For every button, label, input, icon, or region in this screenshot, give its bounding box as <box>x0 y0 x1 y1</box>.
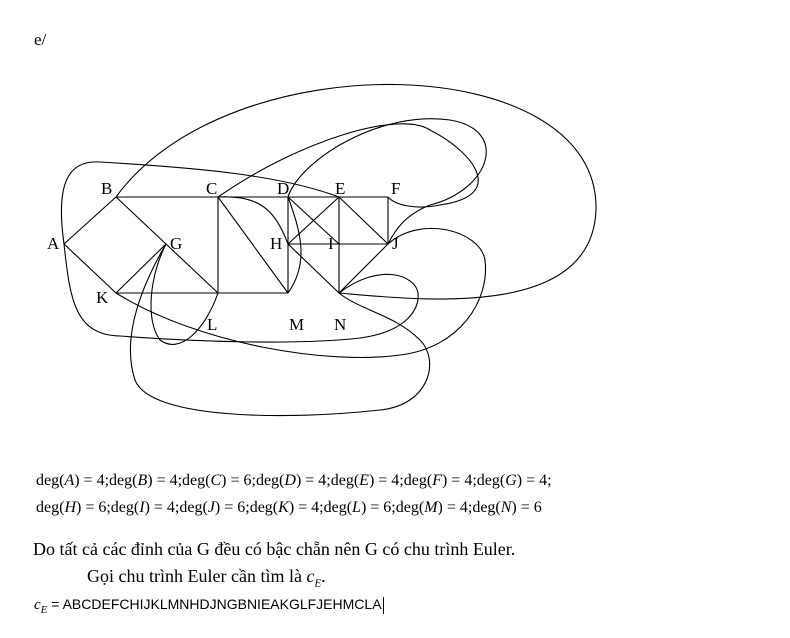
text-cursor <box>382 596 384 614</box>
degree-item-L: deg(L) = 6; <box>323 499 396 516</box>
edge-GL <box>165 243 219 294</box>
graph-edges <box>60 83 597 417</box>
edge-DJ <box>287 118 487 245</box>
degree-item-B: deg(B) = 4; <box>109 472 183 489</box>
edge-CM <box>217 196 289 294</box>
edge-DI <box>287 196 340 245</box>
edge-GL2 <box>150 243 219 345</box>
circuit-line[interactable]: cE = ABCDEFCHIJKLMNHDJNGBNIEAKGLFJEHMCLA <box>34 596 384 616</box>
edge-AB <box>63 196 117 245</box>
edge-JN <box>338 243 389 294</box>
degree-item-I: deg(I) = 4; <box>110 499 180 516</box>
vertex-label-J: J <box>392 234 399 253</box>
vertex-label-L: L <box>207 315 217 334</box>
edge-AE <box>60 161 340 245</box>
edge-CH <box>217 196 289 245</box>
degree-item-H: deg(H) = 6; <box>36 499 111 516</box>
edge-DM <box>287 196 302 294</box>
degree-line-2: deg(H) = 6;deg(I) = 4;deg(J) = 6;deg(K) … <box>36 499 542 517</box>
vertex-label-I: I <box>328 234 334 253</box>
degree-item-N: deg(N) = 6 <box>472 499 542 516</box>
vertex-label-C: C <box>206 179 217 198</box>
edge-BN <box>115 83 597 300</box>
circuit-sequence: ABCDEFCHIJKLMNHDJNGBNIEAKGLFJEHMCLA <box>62 596 382 612</box>
vertex-label-D: D <box>277 179 289 198</box>
vertex-label-A: A <box>47 234 60 253</box>
edge-GN <box>129 243 431 417</box>
degree-item-J: deg(J) = 6; <box>179 499 250 516</box>
edge-CF <box>217 123 479 208</box>
degree-item-G: deg(G) = 4; <box>476 472 552 489</box>
edge-EJ <box>338 196 389 245</box>
vertex-label-N: N <box>334 315 346 334</box>
vertex-labels: A B C D E F G H I J K L M N <box>47 179 400 334</box>
degree-item-C: deg(C) = 6; <box>182 472 256 489</box>
let-text: Gọi chu trình Euler cần tìm là <box>87 566 302 586</box>
degree-item-K: deg(K) = 4; <box>249 499 324 516</box>
conclusion-text: Do tất cả các đỉnh của G đều có bậc chẵn… <box>33 539 516 559</box>
degree-item-D: deg(D) = 4; <box>255 472 331 489</box>
vertex-label-G: G <box>170 234 182 253</box>
degree-item-E: deg(E) = 4; <box>330 472 404 489</box>
ce-symbol-2: cE <box>34 597 48 616</box>
degree-item-A: deg(A) = 4; <box>36 472 110 489</box>
vertex-label-K: K <box>96 288 109 307</box>
edge-BG <box>115 196 167 245</box>
edge-KJ <box>115 228 487 359</box>
edge-AL <box>63 243 419 343</box>
vertex-label-E: E <box>335 179 345 198</box>
edge-HN <box>287 243 340 294</box>
part-label: e/ <box>34 30 47 49</box>
degree-line-1: deg(A) = 4;deg(B) = 4;deg(C) = 6;deg(D) … <box>36 472 552 490</box>
vertex-label-H: H <box>270 234 282 253</box>
vertex-label-F: F <box>391 179 400 198</box>
vertex-label-B: B <box>101 179 112 198</box>
graph-diagram: A B C D E F G H I J K L M N <box>47 83 597 417</box>
edge-AK <box>63 243 117 294</box>
vertex-label-M: M <box>289 315 304 334</box>
let-statement: Gọi chu trình Euler cần tìm là cE. <box>87 566 326 590</box>
ce-symbol: cE <box>306 566 322 590</box>
degree-item-M: deg(M) = 4; <box>395 499 473 516</box>
degree-item-F: deg(F) = 4; <box>403 472 477 489</box>
edge-GK <box>115 243 167 294</box>
